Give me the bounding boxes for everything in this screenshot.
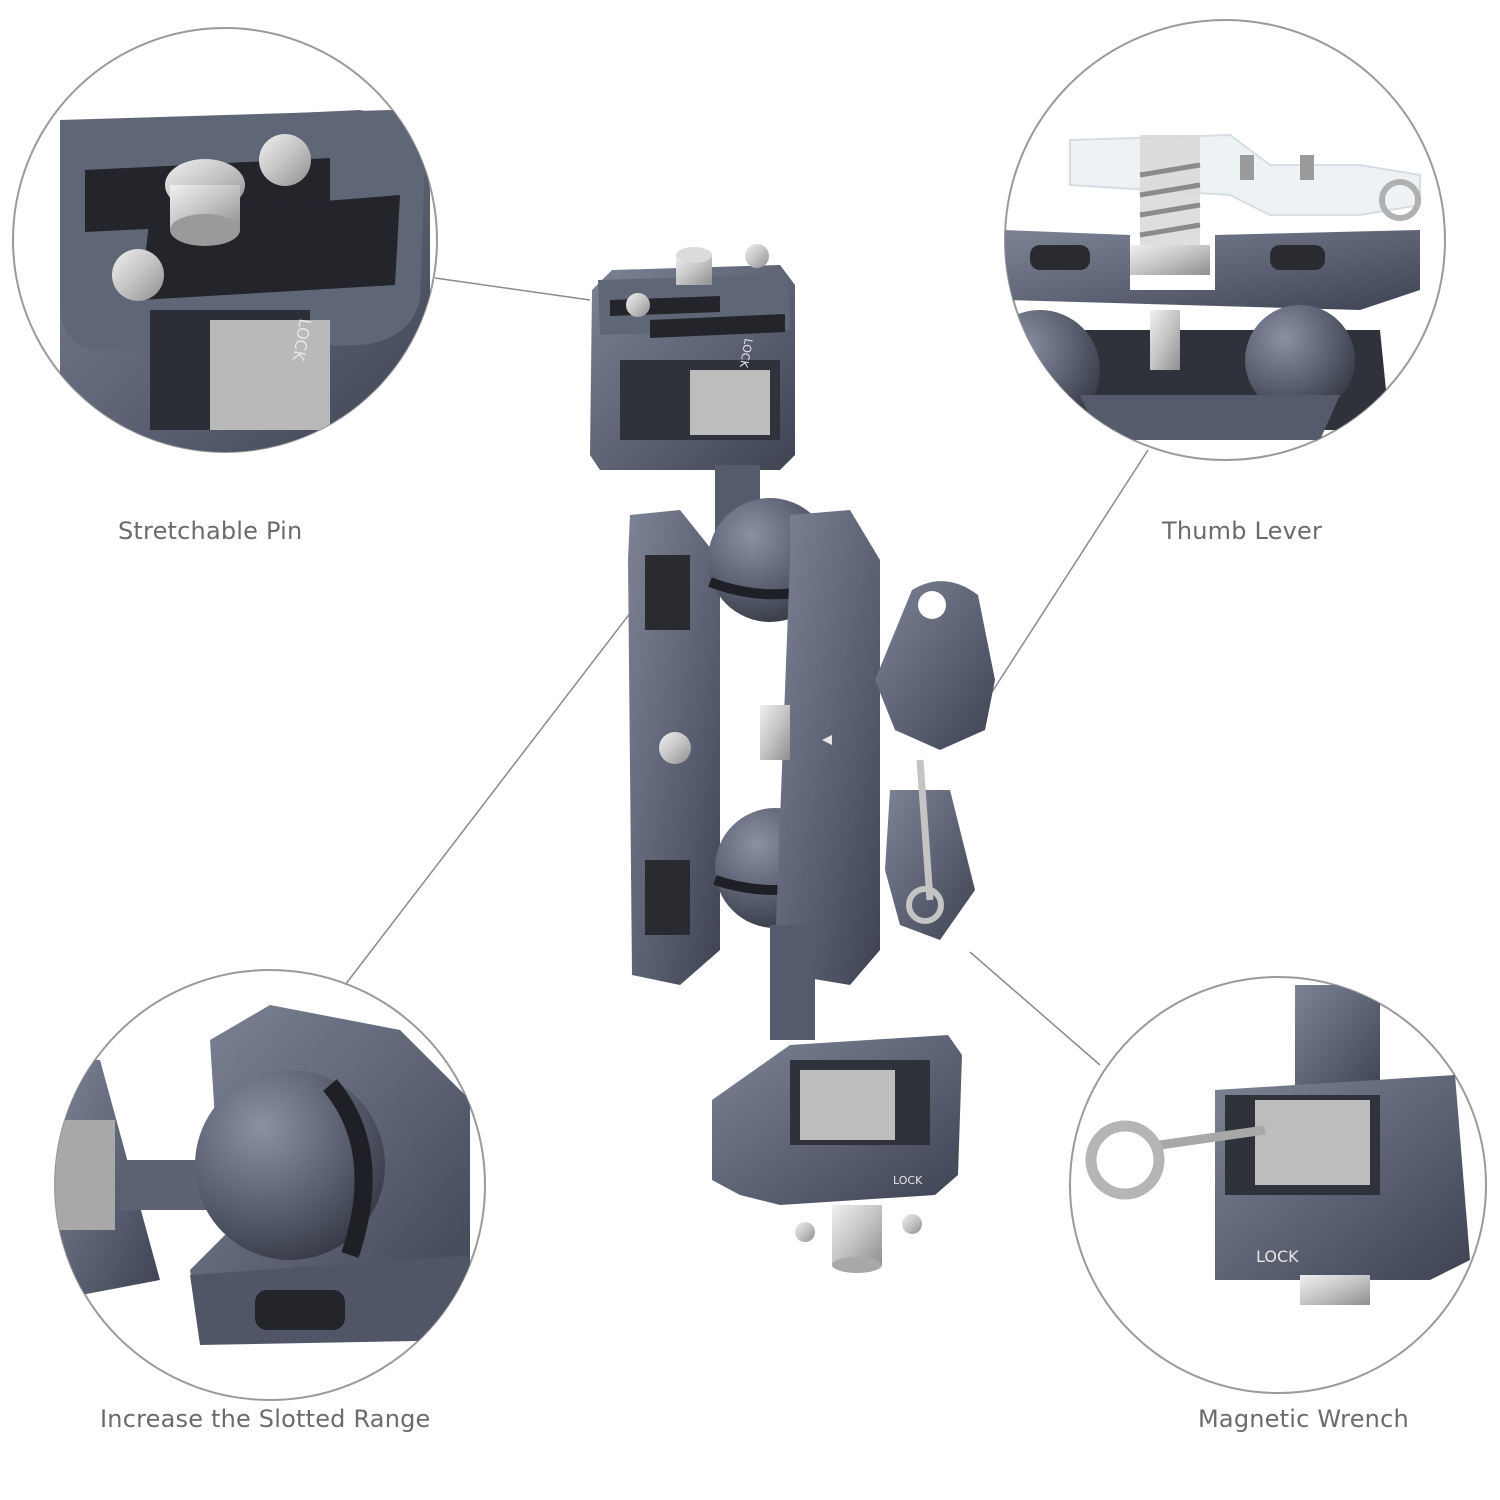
magic-arm-product: LOCK LOCK <box>590 244 995 1273</box>
callout-label-stretchable-pin: Stretchable Pin <box>118 517 303 545</box>
leader-line-top-right <box>991 449 1149 693</box>
leader-line-bottom-right <box>969 951 1101 1066</box>
detail-circle-magnetic-wrench: LOCK <box>1069 976 1487 1394</box>
detail-circle-stretchable-pin: LOCK <box>12 27 438 453</box>
callout-label-thumb-lever: Thumb Lever <box>1162 517 1323 545</box>
lock-engraving-bottom-clamp: LOCK <box>893 1174 923 1187</box>
callout-label-slotted-range: Increase the Slotted Range <box>100 1405 431 1433</box>
lock-engraving-bottom-right: LOCK <box>1256 1247 1299 1266</box>
callout-label-magnetic-wrench: Magnetic Wrench <box>1198 1405 1409 1433</box>
lock-engraving-top-clamp: LOCK <box>737 337 755 369</box>
leader-line-top-left <box>434 277 591 301</box>
detail-circle-slotted-range <box>54 969 486 1401</box>
detail-circle-thumb-lever <box>1004 19 1446 461</box>
